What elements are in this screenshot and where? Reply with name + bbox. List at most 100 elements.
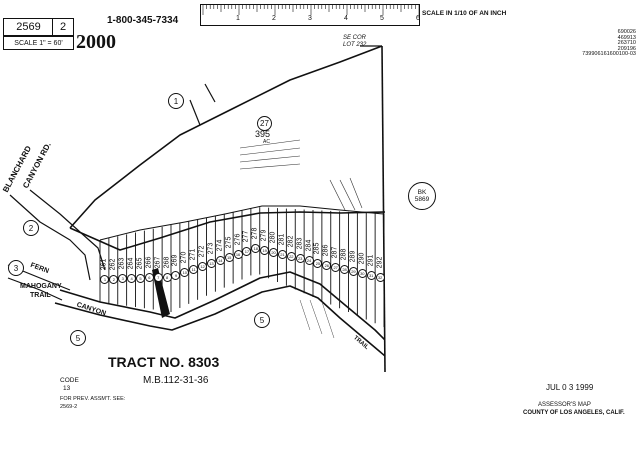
boundary-tick: [204, 83, 216, 103]
lot-number-circle: 32: [375, 273, 385, 283]
county-label: COUNTY OF LOS ANGELES, CALIF.: [523, 410, 625, 416]
lot-number: 278: [251, 227, 259, 240]
lot-number-circle: 12: [198, 262, 208, 272]
lot-number: 268: [162, 256, 170, 268]
ruler-label: 1: [236, 15, 240, 22]
lot-number-circle: 24: [304, 256, 314, 266]
lot-number: 281: [278, 233, 286, 246]
lot-number: 284: [304, 240, 312, 252]
road-label-trail: TRAIL: [30, 292, 51, 299]
page-number-box: 2: [52, 18, 74, 36]
big-parcel-unit: AC: [263, 139, 270, 145]
code-label: CODE: [60, 377, 79, 384]
parcel-boundary-east: [381, 45, 386, 373]
corner-note: 469913: [617, 34, 636, 41]
lot-number: 277: [242, 230, 250, 243]
code-value: 13: [63, 385, 71, 392]
lot-number: 267: [154, 256, 162, 269]
lot-number: 287: [331, 246, 339, 259]
prev-assessment-ref: 2569-2: [60, 404, 78, 410]
blanchard-road-left: [9, 194, 91, 281]
lot-number-circle: 31: [366, 271, 376, 281]
lot-number-circle: 16: [233, 250, 243, 260]
parcel-circle: 5: [70, 330, 86, 346]
ruler-label: 3: [308, 15, 312, 22]
lot-number: 266: [145, 256, 153, 269]
parcel-circle: 3: [8, 260, 24, 276]
lot-number-circle: 28: [340, 264, 350, 274]
lot-number-circle: 27: [331, 262, 341, 272]
lot-number: 283: [296, 237, 304, 250]
lot-number-circle: 13: [206, 259, 216, 269]
book-number-box: 2569: [3, 18, 54, 36]
big-parcel-number: 395: [255, 129, 271, 139]
lot-number-circle: 21: [277, 250, 287, 260]
ruler-label: 5: [380, 15, 384, 22]
lot-number-circle: 4: [127, 273, 137, 283]
parcel-circle: 1: [168, 93, 184, 109]
map-book-reference: M.B.112-31-36: [143, 375, 209, 386]
tract-number: TRACT NO. 8303: [108, 354, 220, 370]
sec-cor-label: SE COR: [343, 35, 367, 41]
lot-number: 264: [127, 257, 135, 270]
ruler-label: 2: [272, 15, 276, 22]
date-stamp: JUL 0 3 1999: [546, 383, 594, 392]
lot-number: 292: [375, 256, 383, 269]
scale-text: SCALE 1" = 60': [14, 39, 63, 47]
lot-number: 273: [207, 242, 215, 255]
lot-number-circle: 11: [189, 265, 199, 275]
lot-number-circle: 5: [135, 273, 145, 283]
sheet-number: 2000: [76, 31, 116, 53]
corner-note: 263710: [617, 40, 636, 46]
lot-number-circle: 7: [153, 272, 163, 282]
lot-number: 265: [136, 257, 144, 269]
book-reference-circle: BK 5869: [408, 182, 436, 210]
canyon-trail-road-upper: [59, 271, 386, 341]
lot-number-circle: 2: [109, 274, 119, 284]
lot-number-circle: 10: [180, 268, 190, 278]
lot-number: 285: [313, 242, 321, 254]
corner-note: 209196: [617, 45, 636, 52]
lot-number: 272: [198, 245, 206, 258]
lot-number: 291: [367, 254, 375, 267]
lot-number-circle: 19: [260, 245, 270, 255]
prev-assessment-note: FOR PREV. ASSM'T. SEE:: [60, 396, 126, 402]
mahogany-trail-line-2: [7, 277, 63, 301]
lot-number-circle: 18: [251, 244, 261, 254]
book-number: 2569: [16, 20, 41, 33]
lot-number: 290: [358, 252, 366, 265]
lot-number-circle: 9: [171, 271, 181, 281]
ruler-ticks: [202, 5, 419, 15]
corner-note: 690026: [617, 29, 636, 35]
parcel-circle: 2: [23, 220, 39, 236]
parcel-circle: 5: [254, 312, 270, 328]
scale-box: SCALE 1" = 60': [3, 36, 74, 50]
lot-rear-line: [99, 205, 385, 241]
lot-number-circle: 17: [242, 247, 252, 257]
page-number: 2: [59, 20, 67, 33]
boundary-tick: [189, 99, 201, 126]
lot-number-circle: 8: [162, 272, 172, 282]
lot-number: 262: [109, 258, 117, 270]
lot-number-circle: 23: [295, 254, 305, 264]
lot-232-label: LOT 232: [343, 42, 367, 48]
lot-number: 271: [189, 248, 197, 261]
road-label-mahogany: MAHOGANY: [20, 283, 62, 290]
lot-number: 263: [118, 257, 126, 270]
lot-number-circle: 15: [224, 253, 234, 263]
lot-number-circle: 22: [286, 252, 296, 262]
lot-number-circle: 6: [144, 273, 154, 283]
lot-number: 280: [269, 231, 277, 244]
lot-number: 288: [340, 248, 348, 261]
lot-number: 269: [171, 254, 179, 267]
lot-number-circle: 14: [215, 256, 225, 266]
lot-number: 286: [322, 244, 330, 256]
lot-number: 276: [233, 233, 241, 246]
lot-number-circle: 25: [313, 258, 323, 268]
lot-number: 282: [287, 235, 295, 248]
lot-number-circle: 20: [269, 248, 279, 257]
corner-note: 739906161600100-03: [582, 51, 636, 57]
lot-number-circle: 29: [348, 266, 358, 276]
